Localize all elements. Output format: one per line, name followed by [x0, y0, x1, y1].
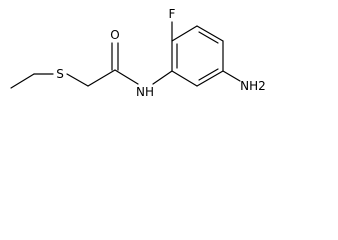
ring-bond-2: [171, 25, 198, 42]
ring-inner-double-3: [198, 68, 219, 81]
bond-ring-amine: [222, 70, 241, 82]
bond-ethyl-c1-c2: [10, 73, 35, 89]
ring-bond-6: [171, 70, 198, 87]
chemical-structure-diagram: S O F NH NH2: [10, 7, 266, 99]
bond-s-ch2: [66, 73, 89, 87]
oxygen-atom-label: O: [110, 28, 119, 42]
ring-inner-double-2: [198, 31, 219, 44]
amide-nh-label: NH: [136, 85, 154, 99]
amine-label: NH2: [240, 79, 266, 93]
bond-carbonyl-nh: [114, 69, 139, 85]
fluorine-atom-label: F: [169, 7, 176, 21]
ring-bond-3: [196, 25, 224, 42]
sulfur-atom-label: S: [56, 67, 64, 81]
ring-bond-5: [196, 70, 224, 87]
bond-ch2-carbonyl: [87, 69, 116, 87]
bond-nh-ring: [152, 70, 173, 85]
